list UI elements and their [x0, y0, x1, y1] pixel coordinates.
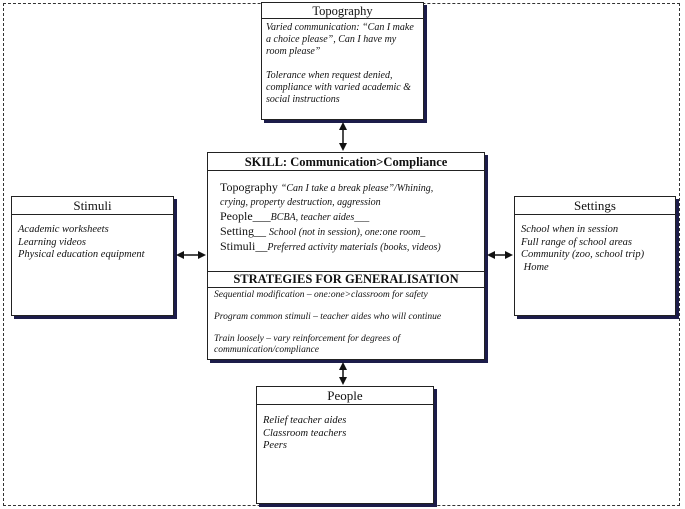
settings-item: Home — [521, 261, 549, 273]
stimuli-box: Stimuli Academic worksheets Learning vid… — [11, 196, 174, 316]
topography-line: room please” — [266, 45, 321, 57]
skill-setting-label: Setting__ — [220, 224, 270, 238]
skill-people-row: People___BCBA, teacher aides___ — [220, 210, 476, 224]
skill-detail: Topography “Can I take a break please”/W… — [208, 171, 484, 254]
strategies-list: Sequential modification – one:one>classr… — [208, 290, 484, 356]
topography-line: a choice please”, Can I have my — [266, 33, 397, 45]
topography-line: Tolerance when request denied, — [266, 70, 393, 82]
topography-line: compliance with varied academic & — [266, 82, 411, 94]
settings-item: Full range of school areas — [521, 236, 633, 248]
strategy-item: Train loosely – vary reinforcement for d… — [214, 334, 401, 344]
strategies-title: STRATEGIES FOR GENERALISATION — [208, 271, 484, 288]
topography-title: Topography — [262, 3, 423, 19]
settings-item: School when in session — [521, 224, 619, 235]
settings-item: Community (zoo, school trip) — [521, 249, 645, 260]
settings-box: Settings School when in session Full ran… — [514, 196, 676, 316]
skill-title: SKILL: Communication>Compliance — [208, 153, 484, 171]
stimuli-item: Academic worksheets — [18, 224, 109, 235]
skill-people-label: People___ — [220, 209, 271, 223]
people-box: People Relief teacher aides Classroom te… — [256, 386, 434, 504]
skill-stimuli-value: Preferred activity materials (books, vid… — [267, 242, 441, 253]
stimuli-title: Stimuli — [12, 197, 173, 215]
skill-box: SKILL: Communication>Compliance Topograp… — [207, 152, 485, 360]
skill-topography-label: Topography — [220, 180, 281, 194]
topography-body: Varied communication: “Can I make a choi… — [262, 19, 423, 106]
skill-setting-row: Setting__ School (not in session), one:o… — [220, 225, 476, 239]
settings-body: School when in session Full range of sch… — [515, 215, 675, 274]
topography-line: social instructions — [266, 93, 340, 105]
people-item: Peers — [263, 440, 287, 451]
skill-topography-value: “Can I take a break please”/Whining, — [280, 183, 434, 194]
skill-stimuli-row: Stimuli__Preferred activity materials (b… — [220, 240, 476, 254]
settings-title: Settings — [515, 197, 675, 215]
people-body: Relief teacher aides Classroom teachers … — [257, 405, 433, 453]
stimuli-item: Physical education equipment — [18, 249, 145, 260]
skill-topography-value-2: crying, property destruction, aggression — [220, 197, 381, 208]
skill-topography-row: Topography “Can I take a break please”/W… — [220, 181, 476, 195]
topography-line: Varied communication: “Can I make — [266, 22, 414, 33]
stimuli-body: Academic worksheets Learning videos Phys… — [12, 215, 173, 262]
topography-box: Topography Varied communication: “Can I … — [261, 2, 424, 120]
people-item: Classroom teachers — [263, 427, 347, 439]
strategy-item: Program common stimuli – teacher aides w… — [214, 312, 442, 322]
strategy-item: communication/compliance — [214, 345, 320, 355]
strategy-item: Sequential modification – one:one>classr… — [214, 290, 428, 300]
stimuli-item: Learning videos — [18, 236, 86, 248]
people-title: People — [257, 387, 433, 405]
people-item: Relief teacher aides — [263, 415, 347, 426]
skill-setting-value: School (not in session), one:one room_ — [269, 227, 426, 238]
skill-stimuli-label: Stimuli__ — [220, 239, 268, 253]
skill-people-value: BCBA, teacher aides___ — [270, 212, 370, 223]
